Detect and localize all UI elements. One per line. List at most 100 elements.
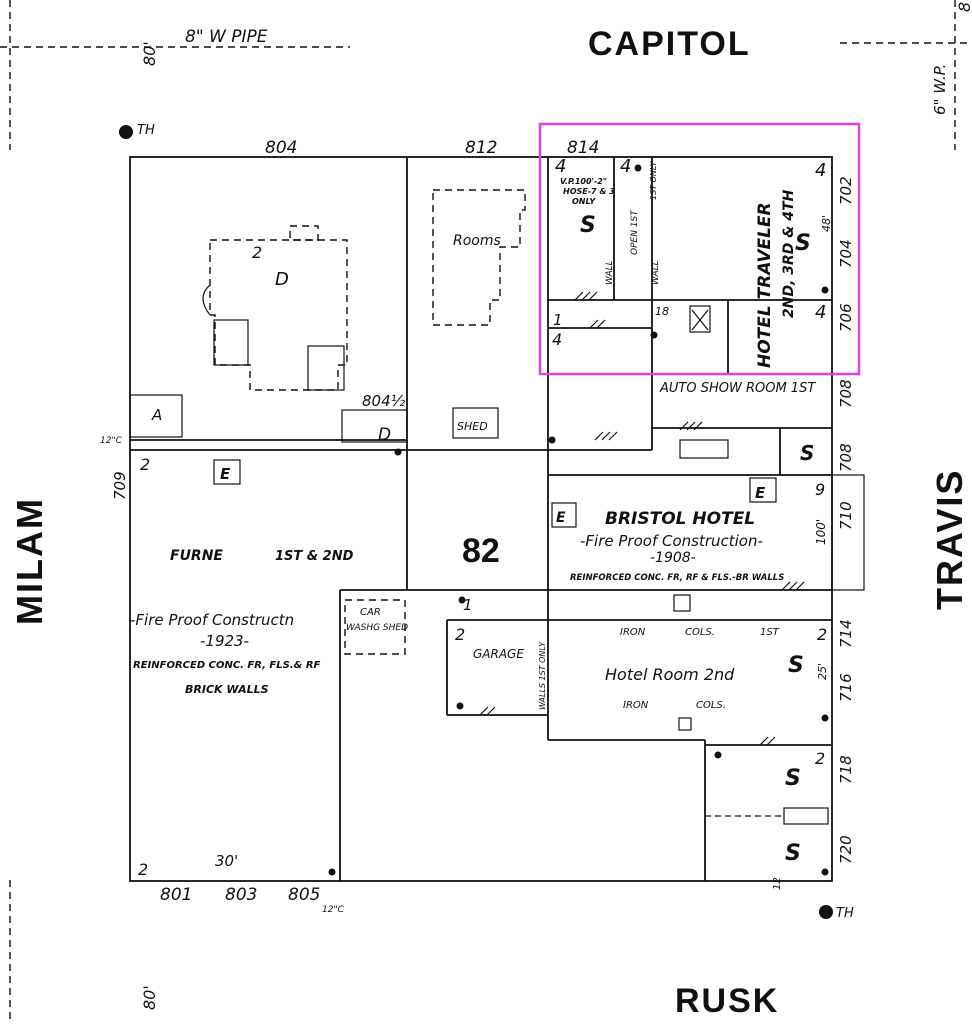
furniture-width: 30': [215, 852, 238, 870]
furniture-label: FURNE: [170, 548, 223, 564]
post-6: [821, 868, 829, 876]
story-4-c: 4: [815, 160, 826, 181]
story-2-west: 2: [140, 455, 150, 474]
hydrant-se-label: TH: [836, 906, 854, 921]
post-7: [821, 714, 829, 722]
story-9: 9: [815, 480, 825, 499]
east-pipe-label: 6" W.P.: [931, 64, 949, 115]
addr-709: 709: [111, 471, 129, 500]
addr-803: 803: [225, 885, 257, 905]
hydrant-se-icon: [819, 905, 833, 919]
addr-702: 702: [837, 176, 855, 205]
addr-801: 801: [160, 885, 192, 905]
small-dwelling-outline: [341, 409, 408, 443]
addr-718: 718: [837, 755, 855, 784]
addr-716: 716: [837, 673, 855, 702]
furniture-construction: -Fire Proof Constructn: [130, 611, 294, 629]
post-3: [456, 702, 464, 710]
vent-box-2: [678, 717, 692, 731]
elevator-box-2: [749, 477, 777, 503]
story-1-garage: 1: [463, 596, 473, 614]
stair-box: [679, 439, 729, 459]
elevator-1-label: E: [220, 465, 231, 483]
box-x-icon: [691, 309, 709, 331]
sprinkler-traveler-2: S: [795, 231, 811, 256]
dwelling-d-outline: [209, 239, 348, 391]
elevator-box-4: [689, 305, 711, 333]
corner-mark-ne: 8: [955, 2, 972, 12]
story-1-traveler: 1: [553, 311, 563, 329]
story-2-se: 2: [815, 749, 825, 768]
furniture-year: -1923-: [200, 632, 249, 650]
traveler-ft: 48': [820, 215, 833, 232]
story-4-a: 4: [555, 156, 566, 177]
traveler-name: HOTEL TRAVELER: [755, 202, 775, 368]
auto-shed-label: A: [151, 406, 162, 424]
addr-804: 804: [265, 138, 297, 158]
vp-note-2: HOSE-7 & 3: [563, 187, 615, 196]
post-5: [821, 286, 829, 294]
garage-label: GARAGE: [473, 647, 524, 661]
hatch-1: [574, 291, 598, 301]
street-north: CAPITOL: [588, 25, 751, 63]
story-4-e: 4: [552, 330, 562, 349]
elevator-box-1: [213, 459, 241, 485]
iron-2: IRON: [623, 700, 649, 711]
addr-710: 710: [837, 501, 855, 530]
vp-note-3: ONLY: [572, 197, 596, 206]
block-number: 82: [462, 532, 500, 570]
elevator-3-label: E: [556, 510, 566, 526]
traveler-floors: 2ND, 3RD & 4TH: [781, 189, 797, 318]
vp-note-1: V.P.100'-2": [560, 177, 607, 186]
furniture-detail1: REINFORCED CONC. FR, FLS.& RF: [133, 660, 321, 671]
addr-704: 704: [837, 239, 855, 268]
bristol-annex: [831, 474, 865, 591]
addr-812: 812: [465, 138, 497, 158]
dim-12c-west: 12"C: [100, 436, 123, 446]
sprinkler-se-2: S: [785, 841, 801, 866]
cols-1: COLS.: [685, 627, 715, 638]
first-floor-1: 1ST: [760, 627, 780, 638]
sprinkler-traveler-1: S: [580, 213, 596, 238]
post-4: [548, 436, 556, 444]
shed-label: SHED: [457, 420, 488, 433]
post-10: [650, 331, 658, 339]
dwelling-d-side: [213, 319, 249, 366]
street-south: RUSK: [675, 982, 779, 1020]
hydrant-nw-icon: [119, 125, 133, 139]
dwelling-d-story: 2: [252, 243, 262, 262]
bristol-year: -1908-: [650, 550, 696, 566]
dim-12-se: 12: [772, 877, 783, 890]
cols-2: COLS.: [696, 700, 726, 711]
hatch-6: [479, 706, 496, 716]
carwash-outline: [344, 599, 406, 655]
addr-714: 714: [837, 619, 855, 648]
rooms-outline: [432, 189, 526, 326]
post-9: [634, 164, 642, 172]
bristol-depth: 100': [814, 519, 828, 545]
story-4-b: 4: [620, 156, 631, 177]
bristol-name: BRISTOL HOTEL: [605, 509, 755, 529]
addr-805: 805: [288, 885, 320, 905]
post-11: [458, 596, 466, 604]
wall-2: WALL: [651, 260, 661, 285]
dwelling-d-porch: [289, 225, 319, 241]
auto-shed-outline: [129, 394, 183, 438]
carwash-label-2: WASHG SHED: [346, 623, 408, 633]
garage-story: 2: [455, 625, 465, 644]
depth-25: 25': [816, 663, 829, 680]
vent-box-1: [673, 594, 691, 612]
furniture-detail2: BRICK WALLS: [185, 683, 269, 696]
hatch-7: [759, 736, 776, 746]
shed-outline: [452, 407, 499, 439]
hydrant-nw-label: TH: [137, 123, 155, 138]
open-1st: OPEN 1ST: [630, 209, 640, 255]
bristol-construction: -Fire Proof Construction-: [580, 532, 763, 550]
bristol-detail: REINFORCED CONC. FR, RF & FLS.-BR WALLS: [570, 573, 784, 583]
post-2: [328, 868, 336, 876]
furniture-floors: 1ST & 2ND: [275, 549, 354, 564]
dim-18: 18: [655, 305, 669, 318]
highlight-box: [538, 122, 861, 376]
story-2-hr: 2: [817, 625, 827, 644]
north-pipe-label: 8" W PIPE: [185, 27, 268, 47]
